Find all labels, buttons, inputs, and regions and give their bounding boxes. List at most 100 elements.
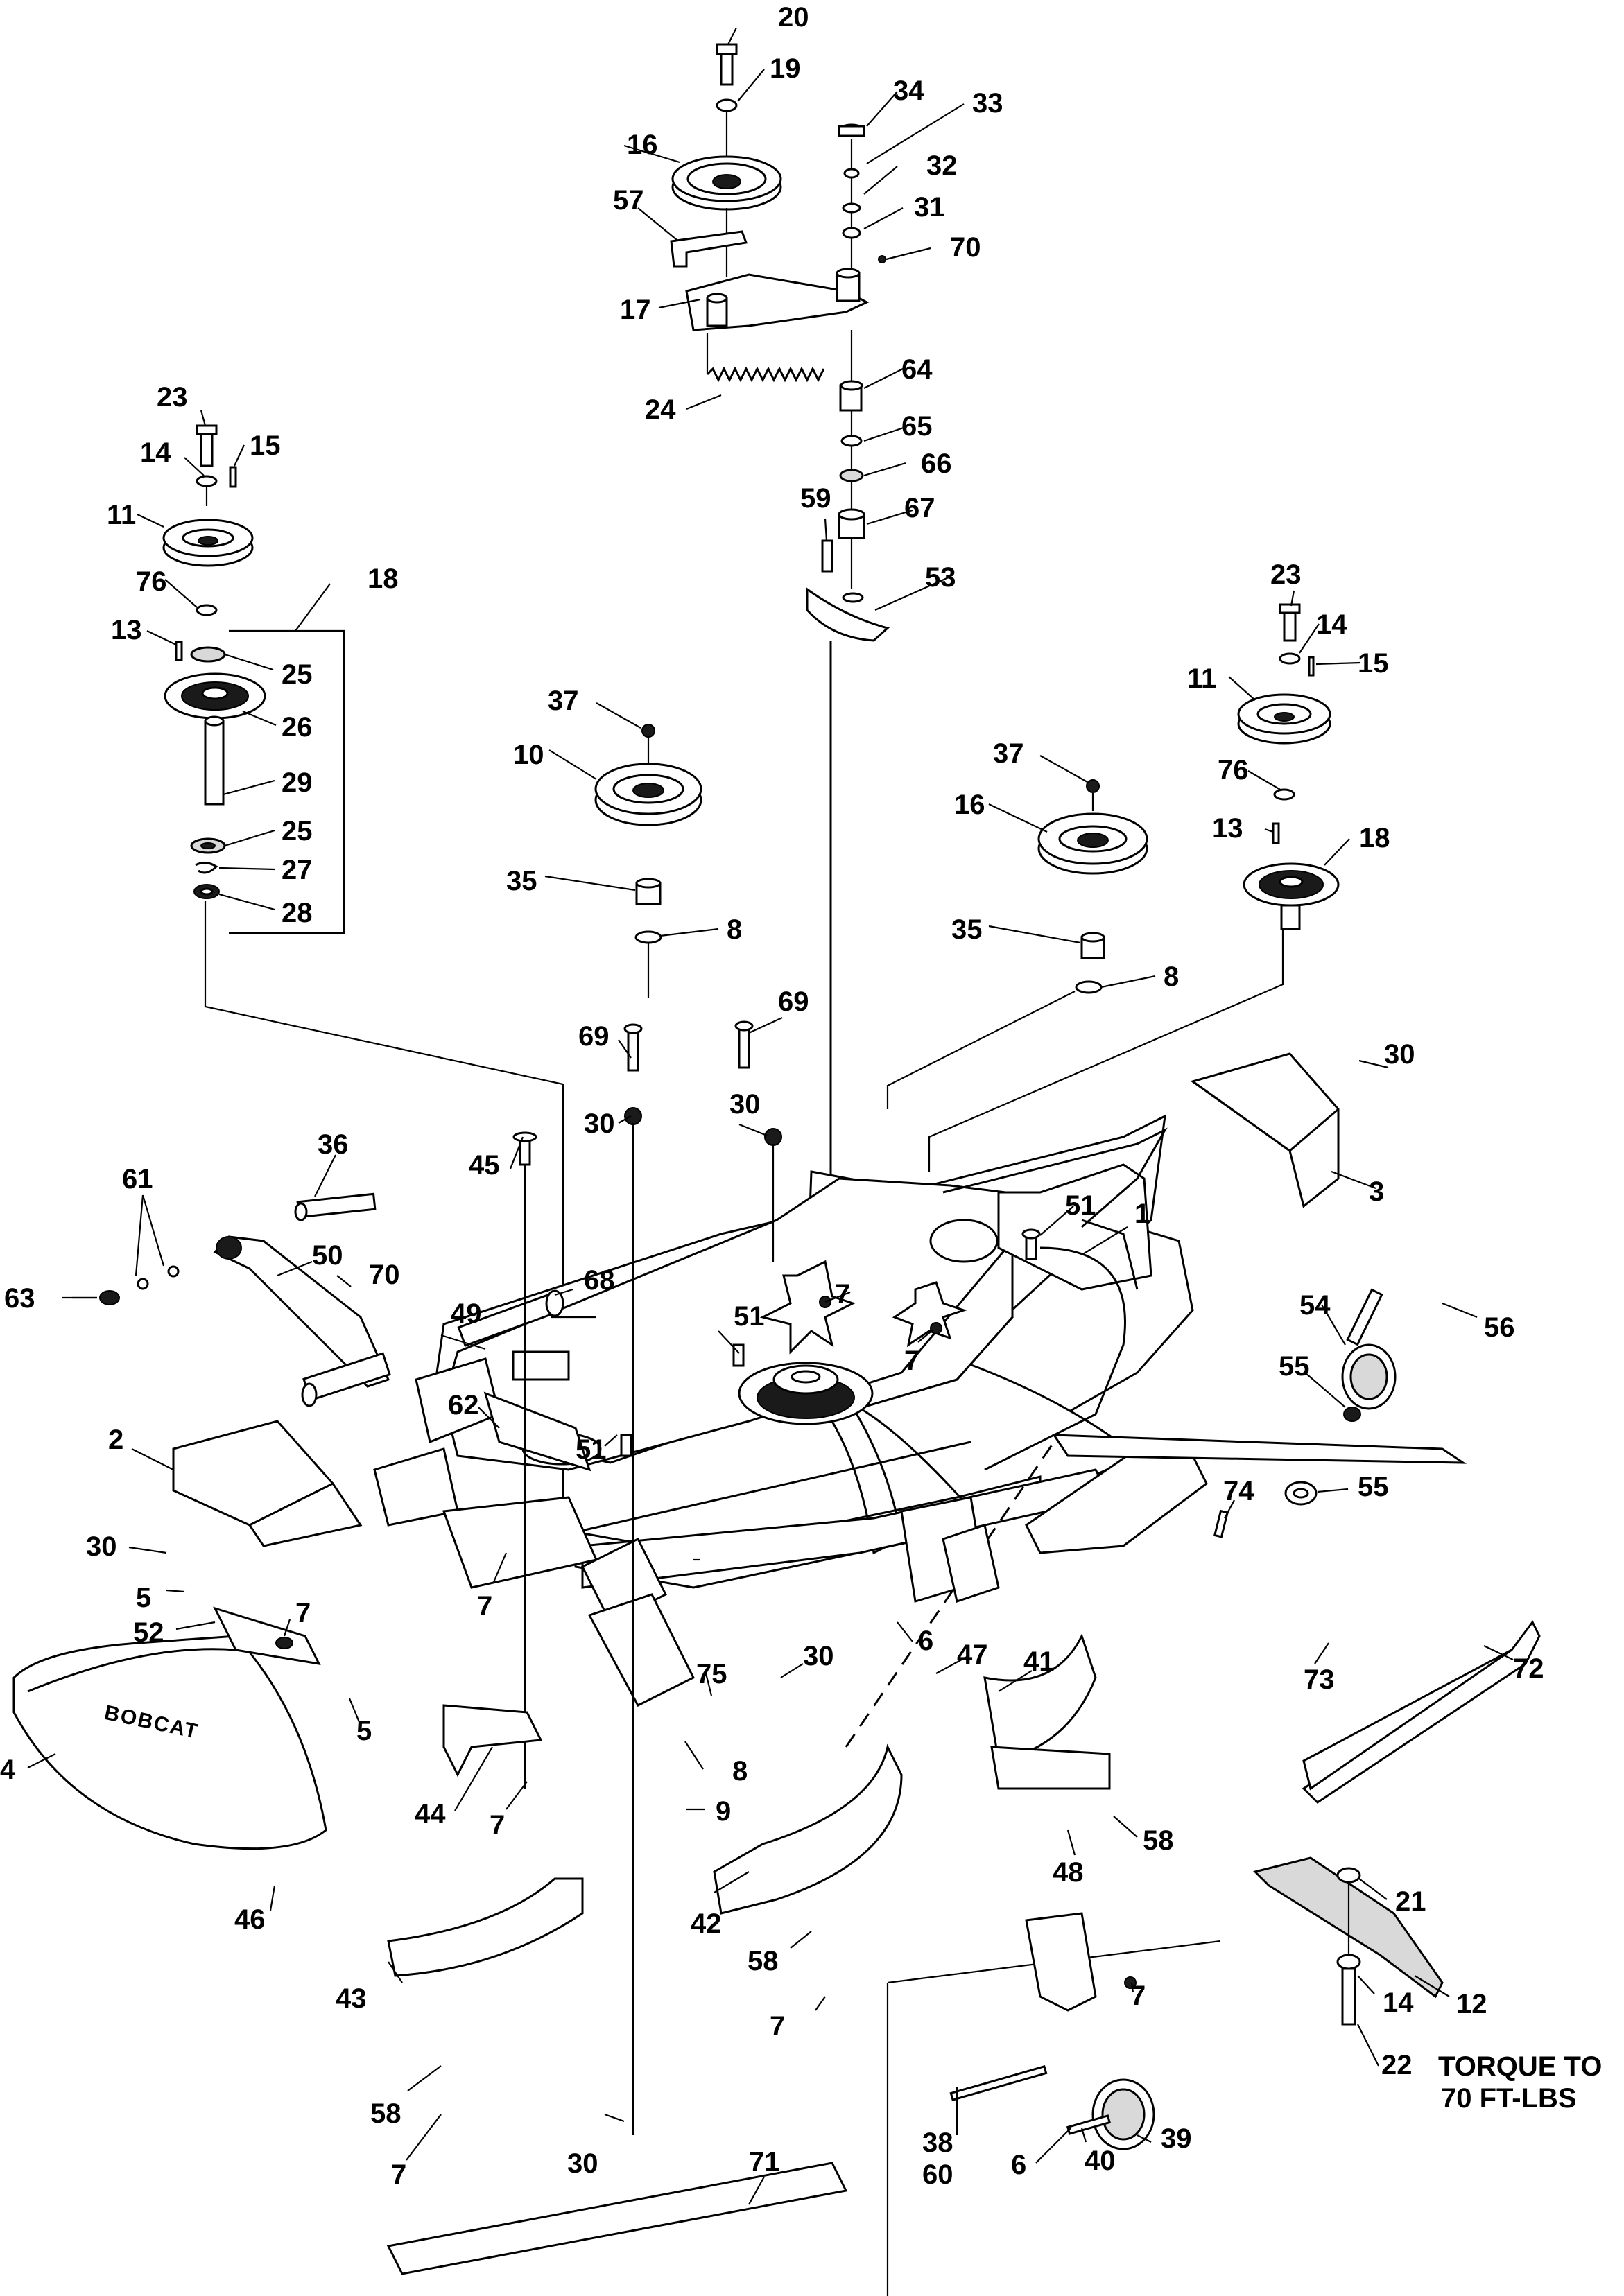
callout-75: 75 bbox=[696, 1659, 727, 1689]
callout-18: 18 bbox=[1359, 823, 1390, 853]
callout-7: 7 bbox=[295, 1598, 311, 1628]
callout-44: 44 bbox=[415, 1799, 446, 1829]
callout-11: 11 bbox=[107, 500, 136, 530]
torque-note-line-1: TORQUE TO bbox=[1438, 2051, 1602, 2082]
callout-68: 68 bbox=[584, 1265, 615, 1296]
callout-25: 25 bbox=[282, 659, 313, 690]
right-wheel-assembly bbox=[1213, 1288, 1397, 1538]
callout-30: 30 bbox=[1384, 1039, 1415, 1070]
callout-11: 11 bbox=[1187, 663, 1216, 694]
callout-30: 30 bbox=[86, 1531, 117, 1562]
callout-23: 23 bbox=[157, 382, 188, 412]
callout-30: 30 bbox=[584, 1108, 615, 1139]
callout-28: 28 bbox=[282, 898, 313, 928]
left-hardware bbox=[62, 1020, 1041, 2135]
callout-69: 69 bbox=[778, 986, 809, 1017]
callout-24: 24 bbox=[645, 394, 676, 425]
callout-7: 7 bbox=[391, 2159, 406, 2190]
callout-66: 66 bbox=[921, 449, 952, 479]
callout-55: 55 bbox=[1358, 1472, 1389, 1502]
callout-13: 13 bbox=[111, 615, 142, 645]
callout-10: 10 bbox=[513, 740, 544, 770]
callout-19: 19 bbox=[770, 53, 801, 84]
callout-48: 48 bbox=[1053, 1857, 1084, 1888]
callout-6: 6 bbox=[1011, 2150, 1026, 2180]
callout-35: 35 bbox=[951, 914, 983, 945]
callout-7: 7 bbox=[835, 1279, 850, 1310]
callout-5: 5 bbox=[136, 1583, 151, 1613]
callout-1: 1 bbox=[1134, 1199, 1150, 1229]
callout-33: 33 bbox=[972, 88, 1003, 119]
callout-59: 59 bbox=[800, 483, 831, 514]
callout-12: 12 bbox=[1456, 1989, 1487, 2019]
callout-16: 16 bbox=[954, 790, 985, 820]
right-idler-pulley-assembly bbox=[886, 779, 1148, 1109]
callout-16: 16 bbox=[627, 130, 658, 160]
callout-39: 39 bbox=[1161, 2123, 1192, 2154]
callout-18: 18 bbox=[368, 564, 399, 594]
callout-7: 7 bbox=[904, 1346, 919, 1376]
shields bbox=[12, 1052, 1541, 2275]
callout-37: 37 bbox=[993, 738, 1024, 769]
callout-47: 47 bbox=[957, 1640, 988, 1670]
callout-labels: 20 19 16 57 17 24 34 33 32 31 70 64 65 6… bbox=[0, 2, 1544, 2190]
callout-45: 45 bbox=[469, 1150, 500, 1181]
callout-65: 65 bbox=[901, 411, 933, 442]
center-pulley-assembly bbox=[594, 724, 702, 998]
callout-69: 69 bbox=[578, 1021, 610, 1052]
callout-36: 36 bbox=[318, 1129, 349, 1160]
callout-54: 54 bbox=[1299, 1290, 1331, 1321]
callout-41: 41 bbox=[1023, 1646, 1055, 1677]
callout-8: 8 bbox=[1164, 962, 1179, 992]
callout-7: 7 bbox=[490, 1810, 505, 1841]
callout-55: 55 bbox=[1279, 1351, 1310, 1382]
callout-7: 7 bbox=[1130, 1981, 1146, 2011]
callout-58: 58 bbox=[370, 2098, 401, 2129]
callout-73: 73 bbox=[1304, 1664, 1335, 1695]
callout-74: 74 bbox=[1223, 1476, 1254, 1506]
callout-25: 25 bbox=[282, 816, 313, 846]
callout-38: 38 bbox=[922, 2128, 953, 2158]
callout-56: 56 bbox=[1484, 1312, 1515, 1343]
callout-29: 29 bbox=[282, 767, 313, 798]
callout-34: 34 bbox=[893, 76, 924, 106]
callout-8: 8 bbox=[732, 1756, 748, 1786]
callout-17: 17 bbox=[620, 295, 651, 325]
callout-15: 15 bbox=[250, 430, 281, 461]
callout-22: 22 bbox=[1381, 2050, 1413, 2080]
callout-7: 7 bbox=[477, 1591, 492, 1621]
right-spindle-assembly bbox=[928, 603, 1340, 1172]
callout-37: 37 bbox=[548, 686, 579, 716]
callout-50: 50 bbox=[312, 1240, 343, 1271]
leader-lines bbox=[27, 27, 1514, 2205]
callout-51: 51 bbox=[734, 1301, 765, 1332]
callout-43: 43 bbox=[336, 1983, 367, 2014]
callout-30: 30 bbox=[803, 1641, 834, 1671]
callout-70: 70 bbox=[369, 1260, 400, 1290]
callout-64: 64 bbox=[901, 354, 933, 385]
callout-53: 53 bbox=[925, 562, 956, 593]
callout-71: 71 bbox=[749, 2147, 780, 2177]
left-spindle-assembly bbox=[162, 424, 564, 1527]
callout-6: 6 bbox=[918, 1626, 933, 1656]
idler-assembly bbox=[670, 43, 890, 1220]
callout-27: 27 bbox=[282, 855, 313, 885]
callout-72: 72 bbox=[1513, 1653, 1544, 1684]
callout-32: 32 bbox=[926, 150, 958, 181]
callout-63: 63 bbox=[4, 1283, 35, 1314]
callout-23: 23 bbox=[1270, 559, 1302, 590]
callout-7: 7 bbox=[770, 2011, 785, 2042]
callout-5: 5 bbox=[356, 1716, 372, 1746]
callout-31: 31 bbox=[914, 192, 945, 223]
callout-13: 13 bbox=[1212, 813, 1243, 844]
callout-30: 30 bbox=[729, 1089, 761, 1120]
callout-51: 51 bbox=[1065, 1190, 1096, 1221]
torque-note-line-2: 70 FT-LBS bbox=[1441, 2083, 1577, 2114]
callout-14: 14 bbox=[140, 437, 171, 468]
callout-14: 14 bbox=[1316, 609, 1347, 640]
callout-35: 35 bbox=[506, 866, 537, 896]
callout-2: 2 bbox=[108, 1425, 123, 1455]
callout-58: 58 bbox=[748, 1946, 779, 1976]
callout-9: 9 bbox=[716, 1796, 731, 1827]
callout-76: 76 bbox=[136, 566, 167, 597]
